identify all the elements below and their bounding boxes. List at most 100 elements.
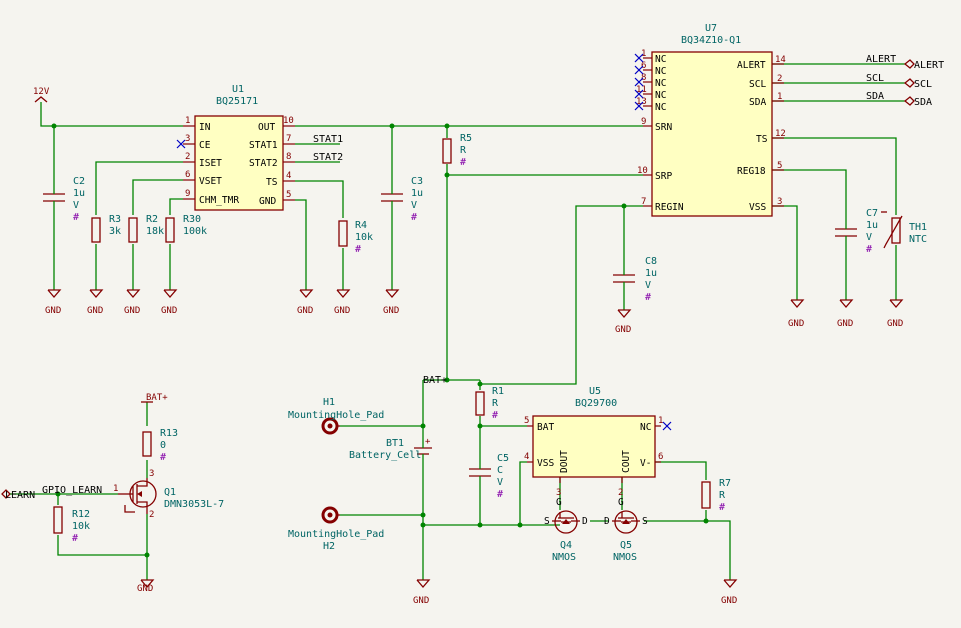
svg-text:1u: 1u <box>645 268 657 279</box>
svg-text:NTC: NTC <box>909 234 927 245</box>
svg-text:G: G <box>556 497 562 508</box>
wires <box>10 63 905 580</box>
svg-text:OUT: OUT <box>258 122 275 133</box>
svg-text:7: 7 <box>286 134 291 144</box>
h1-mounting-hole[interactable]: H1 MountingHole_Pad <box>288 397 384 435</box>
svg-text:C3: C3 <box>411 176 423 187</box>
svg-text:REGIN: REGIN <box>655 202 684 213</box>
svg-text:BAT+: BAT+ <box>146 393 168 403</box>
net-sda: SDA <box>866 91 884 102</box>
gnd-r30: GND <box>161 289 178 316</box>
svg-text:GND: GND <box>413 596 429 606</box>
svg-text:#: # <box>645 292 651 303</box>
svg-text:5: 5 <box>286 190 291 200</box>
junctions <box>51 123 709 558</box>
svg-text:V: V <box>73 200 79 211</box>
svg-text:2: 2 <box>777 74 782 84</box>
r13-resistor[interactable]: R13 0 # <box>142 428 178 463</box>
gnd-r7: GND <box>721 579 738 606</box>
gnd-c8: GND <box>615 309 632 335</box>
svg-text:BT1: BT1 <box>386 438 404 449</box>
c2-capacitor[interactable]: C2 1u V # <box>43 176 85 223</box>
svg-text:2: 2 <box>618 488 623 498</box>
gnd-u7: GND <box>788 299 805 329</box>
svg-text:#: # <box>719 502 725 513</box>
r30-resistor[interactable]: R30 100k <box>165 214 207 243</box>
svg-text:6: 6 <box>658 452 663 462</box>
svg-text:S: S <box>544 516 550 527</box>
svg-text:#: # <box>355 244 361 255</box>
svg-text:#: # <box>73 212 79 223</box>
svg-text:NC: NC <box>655 90 666 101</box>
svg-text:NC: NC <box>655 102 666 113</box>
svg-text:10k: 10k <box>355 232 373 243</box>
c8-capacitor[interactable]: C8 1u V # <box>613 256 657 303</box>
svg-text:6: 6 <box>185 170 190 180</box>
svg-text:4: 4 <box>286 171 291 181</box>
svg-text:SCL: SCL <box>914 79 932 90</box>
svg-text:NC: NC <box>640 422 651 433</box>
svg-text:V: V <box>645 280 651 291</box>
r4-resistor[interactable]: R4 10k # <box>338 220 373 255</box>
svg-text:C5: C5 <box>497 453 509 464</box>
r12-resistor[interactable]: R12 10k # <box>53 506 90 544</box>
net-stat2: STAT2 <box>313 152 343 163</box>
q4-nmos[interactable]: 3 G S D Q4 NMOS <box>544 488 588 563</box>
svg-text:1: 1 <box>658 416 663 426</box>
u1-bq25171[interactable]: U1 BQ25171 IN CE ISET VSET CHM_TMR 1 3 2… <box>176 84 295 211</box>
svg-text:4: 4 <box>524 452 529 462</box>
svg-text:R1: R1 <box>492 386 504 397</box>
svg-text:Q4: Q4 <box>560 540 572 551</box>
r3-resistor[interactable]: R3 3k <box>91 214 121 243</box>
svg-text:ALERT: ALERT <box>914 60 944 71</box>
gnd-c3: GND <box>383 289 400 316</box>
power-bat-plus-symbol[interactable]: BAT+ <box>141 393 168 403</box>
c5-capacitor[interactable]: C5 C V # <box>469 453 509 500</box>
r2-resistor[interactable]: R2 18k <box>128 214 164 243</box>
global-label-sda[interactable]: SDA <box>903 96 932 108</box>
power-12v-symbol[interactable]: 12V <box>33 87 50 103</box>
svg-text:9: 9 <box>185 189 190 199</box>
gnd-q1: GND <box>137 579 155 594</box>
h2-mounting-hole[interactable]: MountingHole_Pad H2 <box>288 506 384 552</box>
q1-mosfet[interactable]: 1 3 2 Q1 DMN3053L-7 <box>113 469 224 520</box>
svg-text:DMN3053L-7: DMN3053L-7 <box>164 499 224 510</box>
svg-text:3: 3 <box>556 488 561 498</box>
svg-text:R: R <box>460 145 467 156</box>
global-label-scl[interactable]: SCL <box>903 78 932 90</box>
r1-resistor[interactable]: R1 R # <box>475 386 504 421</box>
svg-text:TH1: TH1 <box>909 222 927 233</box>
u7-ref: U7 <box>705 23 717 34</box>
svg-text:11: 11 <box>636 85 647 95</box>
svg-text:BAT: BAT <box>537 422 554 433</box>
th1-thermistor[interactable]: TH1 NTC <box>881 211 927 249</box>
svg-text:GND: GND <box>161 306 177 316</box>
net-gpio-learn: GPIO_LEARN <box>42 485 102 496</box>
bt1-battery[interactable]: + BT1 Battery_Cell <box>349 437 432 461</box>
global-label-alert[interactable]: ALERT <box>903 59 944 71</box>
svg-text:R7: R7 <box>719 478 731 489</box>
svg-text:CE: CE <box>199 140 211 151</box>
svg-text:NC: NC <box>655 54 666 65</box>
c7-capacitor[interactable]: C7 1u V # <box>835 208 878 255</box>
svg-text:R5: R5 <box>460 133 472 144</box>
svg-text:U5: U5 <box>589 386 601 397</box>
u7-bq34z10[interactable]: U7 BQ34Z10-Q1 NC NC NC NC NC SRN SRP REG… <box>634 23 786 217</box>
svg-text:12: 12 <box>775 129 786 139</box>
svg-text:R12: R12 <box>72 509 90 520</box>
power-12v-label: 12V <box>33 87 50 97</box>
global-label-learn[interactable]: LEARN <box>1 489 35 501</box>
gnd-th1: GND <box>887 299 904 329</box>
svg-text:DOUT: DOUT <box>559 450 570 473</box>
svg-text:GND: GND <box>887 319 903 329</box>
svg-text:NC: NC <box>655 66 666 77</box>
svg-text:#: # <box>866 244 872 255</box>
r7-resistor[interactable]: R7 R # <box>701 478 731 513</box>
svg-text:13: 13 <box>636 97 647 107</box>
c3-capacitor[interactable]: C3 1u V # <box>381 176 423 223</box>
q5-nmos[interactable]: 2 G D S Q5 NMOS <box>604 488 648 563</box>
r5-resistor[interactable]: R5 R # <box>442 133 472 168</box>
svg-text:#: # <box>497 489 503 500</box>
u5-bq29700[interactable]: U5 BQ29700 BAT VSS DOUT COUT NC V- 5 4 1… <box>524 386 672 483</box>
